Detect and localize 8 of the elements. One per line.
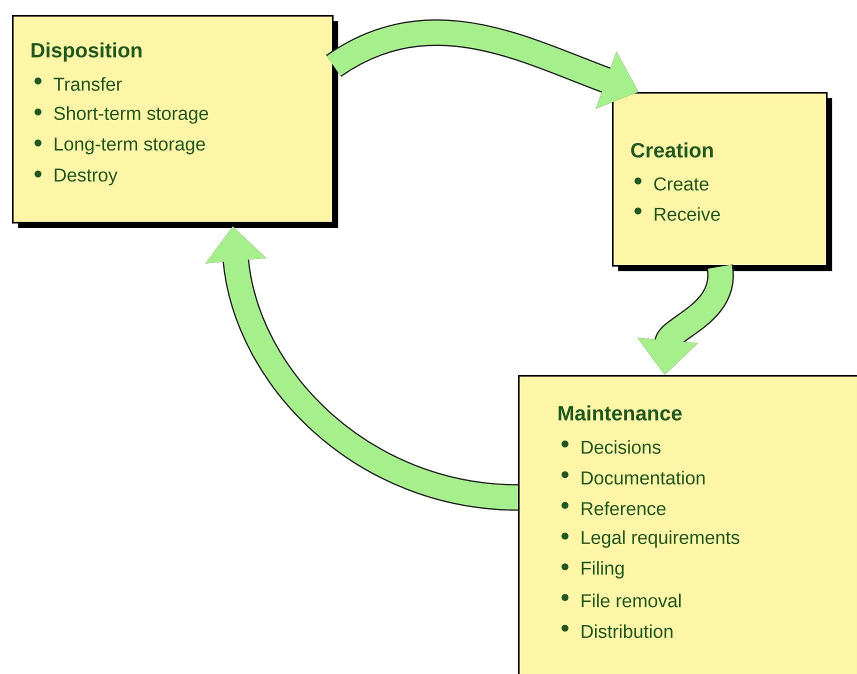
list-item: Documentation <box>582 470 705 485</box>
list-item: Legal requirements <box>582 530 740 548</box>
list-item: Filing <box>582 561 624 578</box>
list-item: Distribution <box>582 624 672 638</box>
list-item: Decisions <box>582 440 660 454</box>
box-heading: Maintenance <box>558 405 682 421</box>
list-item: Reference <box>582 502 666 516</box>
list-item: File removal <box>582 594 681 608</box>
